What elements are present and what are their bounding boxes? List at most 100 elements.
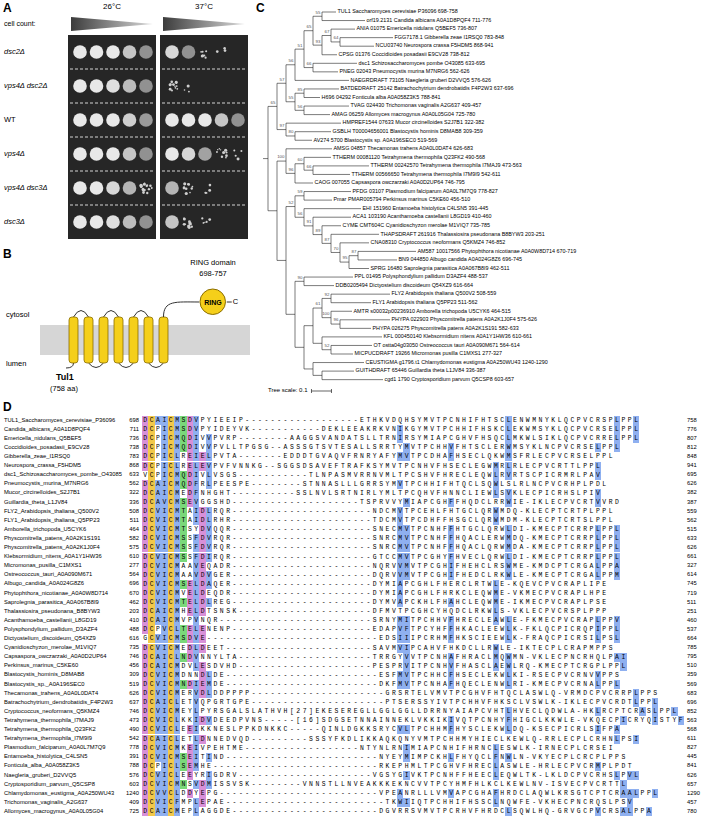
residue: S bbox=[308, 462, 314, 471]
residue: L bbox=[391, 489, 397, 498]
residue: - bbox=[276, 489, 282, 498]
residue: L bbox=[352, 480, 358, 489]
residue: D bbox=[219, 562, 225, 571]
aligned-sequence: DCVICMTAIDLRHR----------------------TDCM… bbox=[142, 516, 614, 525]
residue: T bbox=[180, 525, 186, 534]
residue: - bbox=[257, 507, 263, 516]
residue-number: 626 bbox=[687, 481, 697, 487]
residue: V bbox=[429, 471, 435, 480]
residue: L bbox=[512, 571, 518, 580]
residue: R bbox=[225, 553, 231, 562]
residue: C bbox=[576, 498, 582, 507]
residue: - bbox=[340, 589, 346, 598]
leaf-label: CPSG 01376 Coccidioides posadasii E9CV28… bbox=[339, 52, 470, 57]
residue: M bbox=[512, 443, 518, 452]
residue: W bbox=[505, 443, 511, 452]
residue: L bbox=[474, 480, 480, 489]
residue: S bbox=[486, 425, 492, 434]
residue: S bbox=[346, 443, 352, 452]
residue: - bbox=[327, 598, 333, 607]
residue: - bbox=[263, 562, 269, 571]
yeast-spot bbox=[123, 45, 137, 59]
residue: - bbox=[289, 525, 295, 534]
residue: - bbox=[231, 525, 237, 534]
residue: P bbox=[601, 571, 607, 580]
residue: K bbox=[525, 516, 531, 525]
residue: - bbox=[282, 598, 288, 607]
residue: V bbox=[550, 589, 556, 598]
scale-label: Tree scale: 0.1 bbox=[268, 387, 307, 393]
residue-number: 582 bbox=[129, 536, 139, 542]
residue: W bbox=[493, 507, 499, 516]
residue: G bbox=[257, 462, 263, 471]
residue: T bbox=[454, 507, 460, 516]
residue: H bbox=[219, 516, 225, 525]
residue: E bbox=[219, 480, 225, 489]
tree-branch bbox=[340, 319, 390, 320]
residue-number: 322 bbox=[129, 490, 139, 496]
yeast-colony bbox=[235, 155, 237, 157]
residue: - bbox=[359, 516, 365, 525]
residue: - bbox=[314, 425, 320, 434]
residue: - bbox=[321, 543, 327, 552]
residue: - bbox=[263, 589, 269, 598]
residue: D bbox=[301, 462, 307, 471]
residue: T bbox=[410, 543, 416, 552]
residue: W bbox=[505, 562, 511, 571]
residue: C bbox=[550, 553, 556, 562]
residue: - bbox=[244, 489, 250, 498]
leaf-label: AM587 10017566 Phytophthora nicotianae A… bbox=[418, 249, 577, 254]
residue-number: 610 bbox=[129, 554, 139, 560]
residue: L bbox=[614, 434, 620, 443]
residue: - bbox=[276, 480, 282, 489]
residue: M bbox=[384, 471, 390, 480]
residue: A bbox=[180, 571, 186, 580]
residue: - bbox=[244, 598, 250, 607]
leaf-label: FLY2 Arabidopsis thaliana Q500V2 508-559 bbox=[392, 291, 497, 296]
residue-number: 633 bbox=[129, 472, 139, 478]
residue-number: 776 bbox=[687, 427, 697, 433]
residue: E bbox=[512, 425, 518, 434]
yeast-colony bbox=[151, 187, 153, 189]
residue: - bbox=[333, 498, 339, 507]
bootstrap-value: 87 bbox=[325, 238, 330, 242]
residue: T bbox=[563, 525, 569, 534]
residue: D bbox=[474, 498, 480, 507]
residue: - bbox=[346, 498, 352, 507]
residue: - bbox=[282, 498, 288, 507]
residue: V bbox=[206, 534, 212, 543]
residue: V bbox=[410, 562, 416, 571]
yeast-colony bbox=[225, 157, 227, 159]
residue: N bbox=[448, 489, 454, 498]
residue: Q bbox=[219, 534, 225, 543]
cytosolic-loop bbox=[74, 311, 89, 318]
residue-number: 515 bbox=[687, 527, 697, 533]
residue: H bbox=[435, 443, 441, 452]
residue: - bbox=[263, 462, 269, 471]
residue: - bbox=[308, 534, 314, 543]
residue: P bbox=[595, 589, 601, 598]
residue: - bbox=[276, 425, 282, 434]
yeast-spot bbox=[90, 45, 104, 59]
residue-number: 758 bbox=[687, 418, 697, 424]
yeast-colony bbox=[223, 47, 226, 50]
residue: C bbox=[429, 443, 435, 452]
residue: L bbox=[595, 543, 601, 552]
tree-branch bbox=[313, 308, 322, 309]
residue: - bbox=[289, 562, 295, 571]
residue: - bbox=[365, 580, 371, 589]
yeast-spot bbox=[123, 215, 137, 229]
residue: - bbox=[365, 534, 371, 543]
residue: T bbox=[563, 553, 569, 562]
leaf-label: H696 04292 Fonticula alba A0A058Z3K5 788… bbox=[322, 95, 441, 100]
yeast-colony bbox=[202, 55, 205, 58]
residue: P bbox=[576, 434, 582, 443]
residue: F bbox=[448, 543, 454, 552]
tree-branch bbox=[304, 277, 353, 278]
residue: S bbox=[372, 462, 378, 471]
sequence-name: Emericella_nidulans_Q5BEF5 bbox=[4, 436, 81, 442]
residue: F bbox=[225, 462, 231, 471]
yeast-colony bbox=[146, 185, 148, 187]
residue: V bbox=[429, 416, 435, 425]
leaf-label: FLY1 Arabidopsis thaliana Q5PP23 511-562 bbox=[373, 300, 478, 305]
